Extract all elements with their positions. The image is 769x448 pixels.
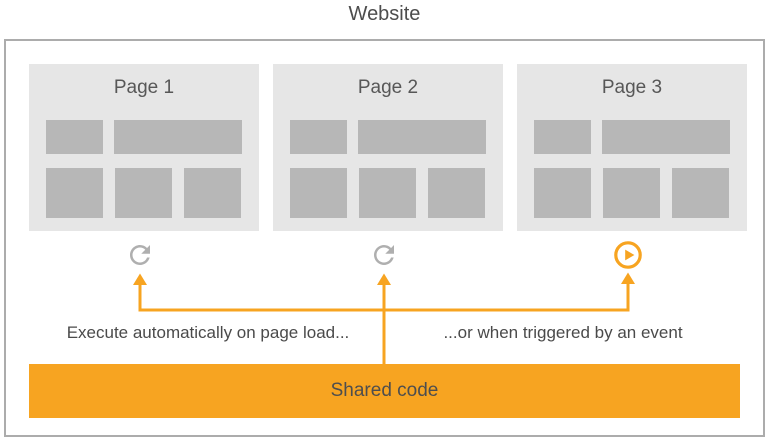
content-block xyxy=(603,168,660,218)
content-block xyxy=(672,168,729,218)
refresh-icon xyxy=(125,240,155,270)
shared-code-bar: Shared code xyxy=(29,364,740,418)
shared-code-label: Shared code xyxy=(330,380,439,401)
content-row xyxy=(46,168,241,218)
page-card-1: Page 1 xyxy=(29,64,259,231)
refresh-icon xyxy=(369,240,399,270)
content-row xyxy=(290,120,486,154)
content-row xyxy=(534,120,730,154)
content-block xyxy=(46,120,103,154)
play-icon xyxy=(613,240,643,270)
content-block xyxy=(602,120,730,154)
content-block xyxy=(290,120,347,154)
content-row xyxy=(290,168,485,218)
content-block xyxy=(358,120,486,154)
caption-event-trigger: ...or when triggered by an event xyxy=(443,323,683,342)
content-block xyxy=(534,168,591,218)
content-row xyxy=(534,168,729,218)
content-block xyxy=(428,168,485,218)
page-card-2: Page 2 xyxy=(273,64,503,231)
page-card-title: Page 2 xyxy=(357,77,419,98)
page-card-3: Page 3 xyxy=(517,64,747,231)
content-block xyxy=(184,168,241,218)
content-block xyxy=(115,168,172,218)
content-block xyxy=(114,120,242,154)
content-row xyxy=(46,120,242,154)
content-block xyxy=(534,120,591,154)
diagram-title: Website xyxy=(348,3,421,25)
page-card-title: Page 3 xyxy=(601,77,663,98)
page-card-title: Page 1 xyxy=(113,77,175,98)
content-block xyxy=(359,168,416,218)
caption-page-load: Execute automatically on page load... xyxy=(66,323,350,342)
content-block xyxy=(290,168,347,218)
content-block xyxy=(46,168,103,218)
